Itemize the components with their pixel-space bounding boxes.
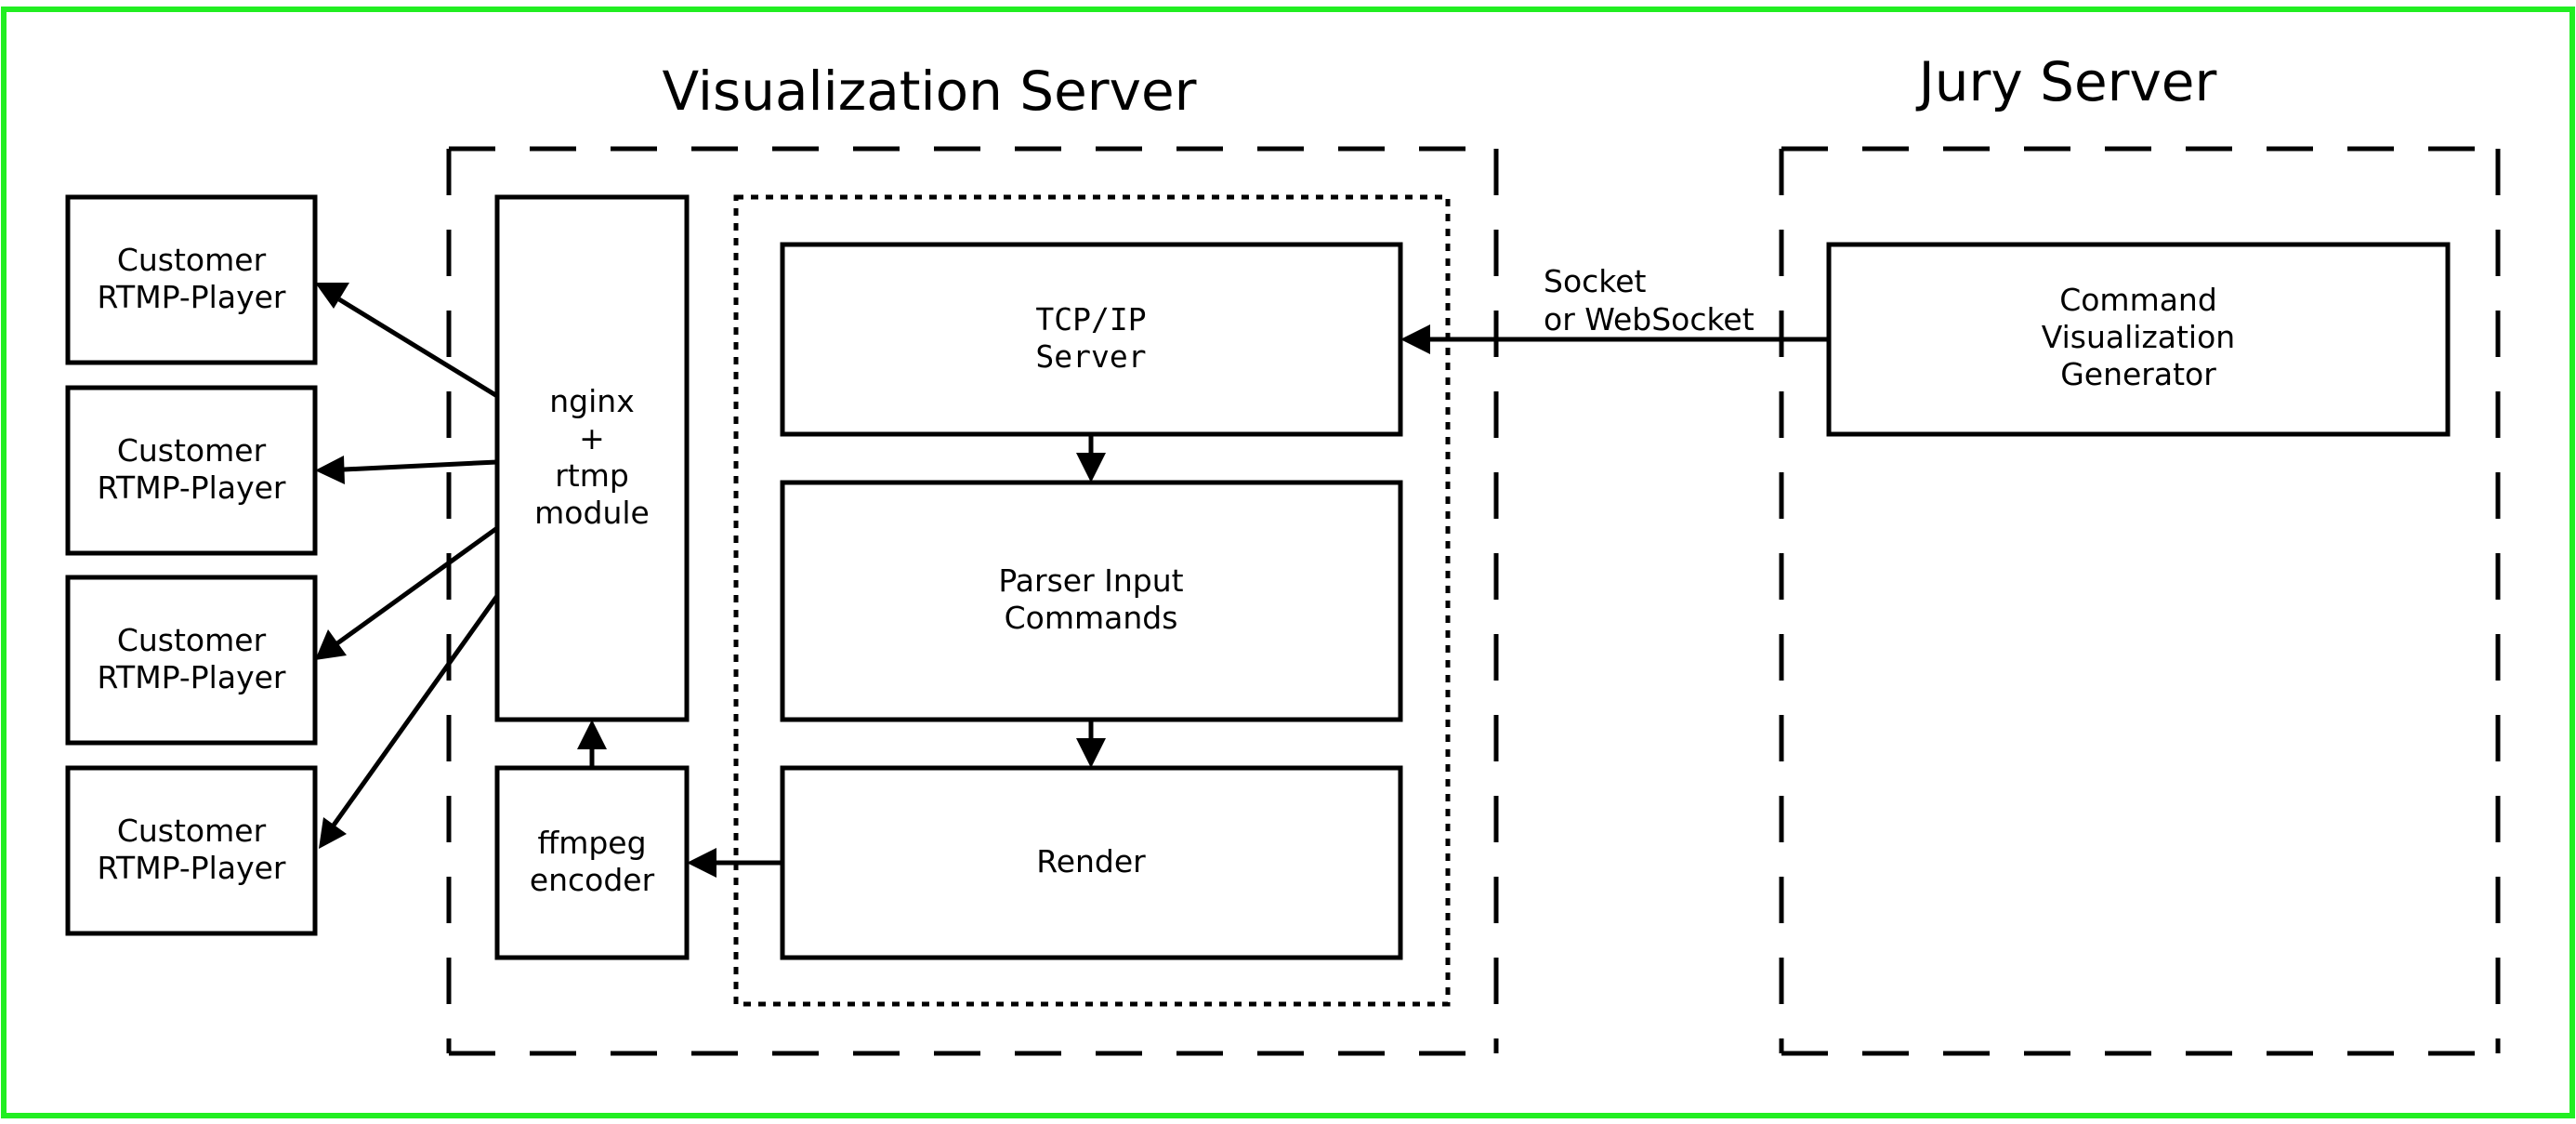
jury-server-title: Jury Server [1916, 50, 2217, 113]
nginx-label: nginx [549, 383, 634, 419]
arrow-nginx-to-customer-1 [315, 283, 499, 399]
arrow-parser-to-render [1076, 720, 1106, 768]
jury-server-group [1779, 146, 2501, 1056]
customer-label: Customer [117, 622, 267, 658]
rtmp-player-label: RTMP-Player [98, 850, 286, 886]
plus-label: + [579, 420, 605, 456]
customer-label: Customer [117, 813, 267, 849]
ffmpeg-label: ffmpeg [537, 825, 646, 861]
command-visualization-generator-box: Command Visualization Generator [1826, 242, 2451, 437]
tcp-ip-server-box: TCP/IP Server [780, 242, 1403, 437]
arrow-render-to-ffmpeg [687, 848, 782, 878]
customer-rtmp-player-2: Customer RTMP-Player [65, 385, 318, 556]
arrow-ffmpeg-to-nginx [577, 720, 607, 768]
render-label: Render [1036, 843, 1146, 879]
socket-label: Socket [1544, 263, 1647, 299]
arrow-tcp-to-parser [1076, 434, 1106, 483]
visualization-server-group [446, 146, 1499, 1056]
outer-frame [1, 7, 2575, 1118]
customer-label: Customer [117, 242, 267, 278]
visualization-server-title: Visualization Server [663, 60, 1197, 123]
rtmp-player-label: RTMP-Player [98, 469, 286, 506]
encoder-label: encoder [530, 862, 655, 898]
parser-input-label: Parser Input [998, 562, 1183, 599]
visualization-label: Visualization [2042, 319, 2235, 355]
command-label: Command [2059, 282, 2217, 318]
render-box: Render [780, 765, 1403, 960]
customer-label: Customer [117, 432, 267, 469]
rtmp-label: rtmp [555, 457, 629, 494]
customer-rtmp-player-1: Customer RTMP-Player [65, 194, 318, 365]
ffmpeg-encoder-box: ffmpeg encoder [494, 765, 690, 960]
render-app-group [733, 194, 1451, 1007]
arrow-nginx-to-customer-2 [315, 456, 498, 484]
parser-input-commands-box: Parser Input Commands [780, 480, 1403, 722]
commands-label: Commands [1005, 600, 1178, 636]
customer-rtmp-player-3: Customer RTMP-Player [65, 575, 318, 746]
arrow-nginx-to-customer-4 [319, 594, 500, 849]
server-label: Server [1035, 338, 1146, 375]
websocket-label: or WebSocket [1544, 301, 1755, 337]
nginx-rtmp-module-box: nginx + rtmp module [494, 194, 690, 722]
module-label: module [534, 495, 650, 531]
arrow-nginx-to-customer-3 [315, 525, 499, 660]
arrow-generator-to-tcp-server [1400, 324, 1829, 354]
rtmp-player-label: RTMP-Player [98, 279, 286, 315]
rtmp-player-label: RTMP-Player [98, 659, 286, 695]
customer-rtmp-player-4: Customer RTMP-Player [65, 765, 318, 936]
generator-label: Generator [2060, 356, 2216, 392]
tcp-ip-label: TCP/IP [1035, 301, 1146, 337]
